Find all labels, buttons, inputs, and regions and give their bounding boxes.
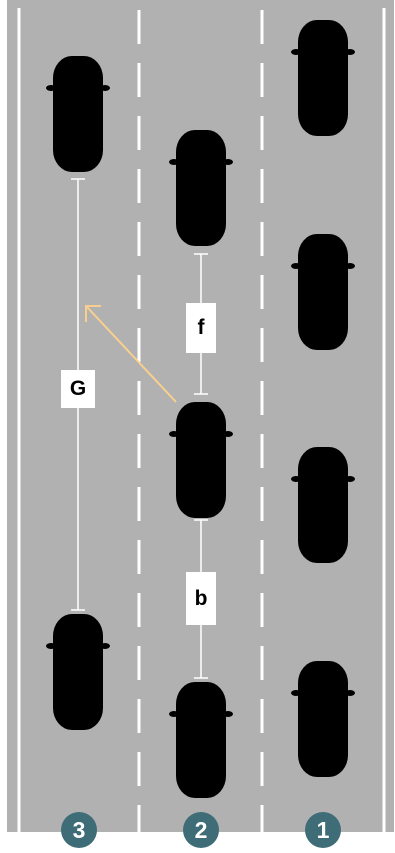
lane-2-badge: 2 xyxy=(183,812,219,848)
car-lane2-front xyxy=(169,130,233,246)
lane-3-badge: 3 xyxy=(61,812,97,848)
car-lane1-2 xyxy=(291,234,355,350)
car-lane2-rear xyxy=(169,682,233,798)
car-lane3-front xyxy=(46,56,110,172)
gap-g-label: G xyxy=(61,370,95,408)
car-lane1-3 xyxy=(291,447,355,563)
gap-b-label: b xyxy=(186,572,216,625)
car-lane1-4 xyxy=(291,661,355,777)
car-lane1-1 xyxy=(291,20,355,136)
subject-car xyxy=(169,402,233,518)
lane-change-arrow xyxy=(85,305,177,403)
lane-1-badge: 1 xyxy=(305,812,341,848)
car-lane3-rear xyxy=(46,614,110,730)
gap-f-label: f xyxy=(186,303,216,353)
